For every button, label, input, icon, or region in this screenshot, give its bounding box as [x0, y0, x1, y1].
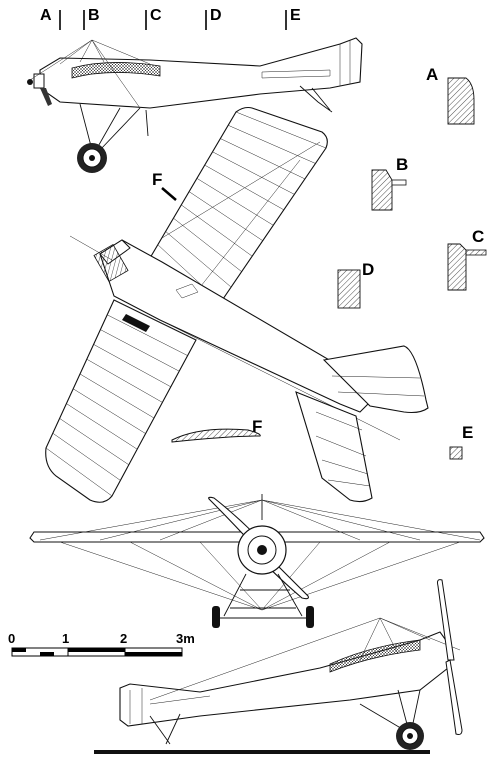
section-detail-d — [337, 269, 361, 309]
section-details: A B C D E — [337, 65, 487, 460]
section-mark-b: B — [88, 7, 100, 24]
front-landing-gear — [223, 573, 303, 617]
scale-bar: 0 1 2 3m — [8, 631, 195, 657]
bottom-tail-details — [129, 688, 211, 724]
wing-rib — [228, 125, 316, 164]
front-right-wheel — [306, 606, 314, 628]
front-view — [29, 494, 485, 628]
plan-wheel — [122, 314, 150, 332]
bottom-propeller-upper — [437, 579, 455, 661]
section-detail-b — [371, 169, 393, 211]
side-propeller-hub — [27, 79, 33, 85]
wing-rib — [196, 178, 274, 226]
side-engine-cowl — [33, 73, 45, 89]
section-f-marker-label: F — [152, 170, 162, 189]
side-tailplane — [261, 69, 331, 79]
front-lower-bracing — [59, 541, 461, 611]
wing-rib — [79, 373, 155, 419]
side-view-top — [27, 37, 363, 173]
section-detail-label-c: C — [472, 227, 484, 246]
side-fuselage — [39, 37, 363, 109]
wing-rib — [220, 138, 306, 180]
wing-rib — [113, 299, 197, 341]
wing-rib — [165, 231, 232, 288]
bottom-propeller-lower — [445, 659, 463, 735]
wing-rib — [52, 432, 121, 481]
airfoil-section-f — [171, 428, 261, 443]
section-f-marker — [161, 187, 177, 201]
plan-cockpit — [175, 283, 199, 299]
section-mark-e: E — [290, 7, 301, 24]
section-detail-label-e: E — [462, 423, 473, 442]
wing-rib — [173, 217, 242, 272]
wing-rib — [73, 388, 146, 434]
section-detail-label-a: A — [426, 65, 438, 84]
bottom-pylon — [359, 617, 431, 661]
side-landing-gear — [79, 103, 149, 151]
plan-fuselage — [99, 239, 373, 413]
wing-rib — [100, 329, 180, 372]
wing-rib — [212, 151, 295, 195]
side-view-bottom — [94, 579, 463, 754]
section-detail-a — [447, 77, 475, 125]
wing-rib — [45, 447, 113, 497]
side-bracing-wires — [29, 39, 141, 109]
ground-line — [94, 750, 430, 754]
wing-rib — [204, 164, 284, 211]
section-mark-d: D — [210, 7, 222, 24]
front-prop-hub — [257, 545, 267, 555]
scale-tick-1: 1 — [62, 631, 69, 646]
wing-rib — [86, 358, 163, 403]
wing-rib — [66, 403, 138, 450]
section-mark-a: A — [40, 7, 52, 24]
plan-propeller-axis — [69, 235, 113, 261]
section-f-detail-label: F — [252, 417, 262, 436]
plan-right-wing — [149, 106, 328, 319]
scale-tick-2: 2 — [120, 631, 127, 646]
wing-rib — [235, 111, 327, 149]
wing-rib — [107, 314, 188, 356]
side-tail-skid — [299, 85, 333, 113]
plan-tailplane — [295, 345, 429, 503]
bottom-landing-gear — [359, 689, 421, 731]
bottom-cockpit-weave — [329, 639, 421, 673]
wing-rib — [188, 191, 263, 241]
front-left-wheel — [212, 606, 220, 628]
wing-rib — [181, 204, 253, 257]
plan-view: F F — [45, 106, 429, 503]
section-mark-c: C — [150, 7, 162, 24]
section-detail-c — [447, 243, 467, 291]
side-exhaust — [40, 88, 52, 106]
wing-rib — [93, 344, 171, 388]
bottom-tail-skid — [149, 713, 181, 745]
scale-tick-0: 0 — [8, 631, 15, 646]
front-upper-bracing — [39, 499, 481, 541]
section-detail-label-b: B — [396, 155, 408, 174]
wing-rib — [59, 418, 129, 466]
section-detail-e — [449, 446, 463, 460]
section-marks: A B C D E — [40, 7, 301, 30]
scale-tick-3: 3m — [176, 631, 195, 646]
side-cockpit-weave — [71, 62, 161, 79]
section-detail-label-d: D — [362, 260, 374, 279]
plan-left-wing — [45, 299, 197, 503]
